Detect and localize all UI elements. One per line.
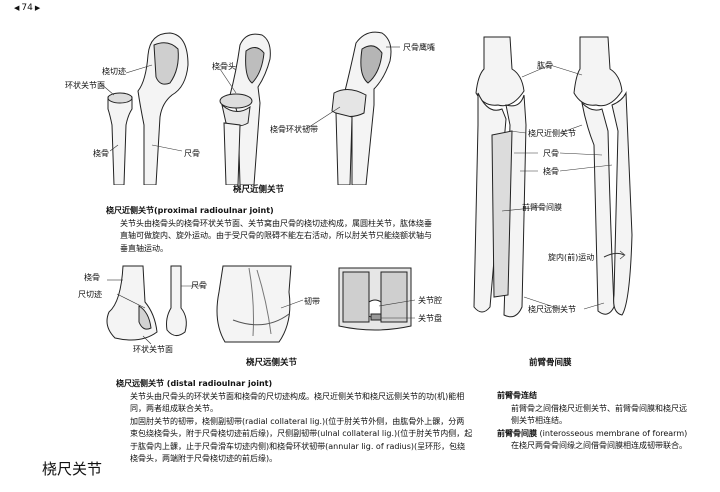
label-joint-cavity: 关节腔 xyxy=(418,296,442,305)
paragraph-line: 加固肘关节的韧带，桡侧副韧带(radial collateral lig.)(位… xyxy=(130,416,465,426)
text-distal-joint: 桡尺远侧关节 (distal radioulnar joint) 关节头由尺骨头… xyxy=(116,378,491,466)
label-distal-radius: 桡骨 xyxy=(84,273,100,282)
heading-proximal-joint: 桡尺近侧关节(proximal radioulnar joint) xyxy=(106,206,274,215)
label-humerus: 肱骨 xyxy=(537,61,553,70)
label-pronation: 旋内(前)运动 xyxy=(548,253,595,262)
page-number: ◀ 74 ▶ xyxy=(14,3,41,13)
label-distal-joint: 桡尺远侧关节 xyxy=(528,305,576,314)
label-radial-notch: 桡切迹 xyxy=(102,67,126,76)
proximal-joint-illustration xyxy=(90,25,430,185)
label-radial-head: 桡骨头 xyxy=(212,62,236,71)
distal-bones-drawing xyxy=(106,265,416,345)
paragraph-line: 于肱骨内上髁，止于尺骨滑车切迹内侧)和桡骨环状韧带(annular lig. o… xyxy=(130,441,466,451)
paragraph-line: 直轴可做旋内、旋外运动。由于受尺骨的限碍不能左右活动，所以肘关节只能绕额状轴与 xyxy=(120,231,432,240)
label-distal-circ-surface: 环状关节面 xyxy=(133,345,173,354)
next-page-icon[interactable]: ▶ xyxy=(34,4,41,12)
caption-membrane: 前臂骨间膜 xyxy=(529,358,572,368)
caption-distal: 桡尺远侧关节 xyxy=(246,358,298,368)
label-interosseous-membrane: 前臂骨间膜 xyxy=(522,203,562,212)
paragraph-line: 侧关节相连结。 xyxy=(511,416,567,425)
paragraph-line: 前臂骨之间借桡尺近侧关节、前臂骨间膜和桡尺远 xyxy=(511,403,687,413)
proximal-bones-drawing xyxy=(99,31,400,185)
label-ulna: 尺骨 xyxy=(184,149,200,158)
membrane-illustration xyxy=(462,35,662,335)
section-title: 桡尺关节 xyxy=(42,460,103,478)
label-ligament: 韧带 xyxy=(304,297,320,306)
paragraph-line: 同，两者组成联合关节。 xyxy=(130,404,218,413)
label-ulnar-notch: 尺切迹 xyxy=(78,290,102,299)
distal-joint-illustration xyxy=(95,262,445,352)
heading-forearm-connection: 前臂骨连结 xyxy=(497,391,537,400)
caption-proximal: 桡尺近侧关节 xyxy=(233,185,285,195)
text-proximal-joint: 桡尺近侧关节(proximal radioulnar joint) 关节头由桡骨… xyxy=(106,205,451,255)
forearm-drawing xyxy=(473,36,633,318)
text-forearm-connection: 前臂骨连结 前臂骨之间借桡尺近侧关节、前臂骨间膜和桡尺远 侧关节相连结。 前臂骨… xyxy=(497,390,707,453)
heading-distal-joint: 桡尺远侧关节 (distal radioulnar joint) xyxy=(116,379,273,388)
paragraph-line: 关节头由桡骨头的桡骨环状关节面、关节窝由尺骨的桡切迹构成，属圆柱关节，肱体绕垂 xyxy=(120,218,432,228)
paragraph-line: 垂直轴运动。 xyxy=(120,243,168,253)
label-circumferential-surface: 环状关节面 xyxy=(65,81,105,90)
label-membrane-ulna: 尺骨 xyxy=(543,149,559,158)
label-olecranon: 尺骨鹰嘴 xyxy=(403,43,435,52)
paragraph-line: 在桡尺两骨骨间缘之间借骨间膜相连成韧带联合。 xyxy=(511,441,687,450)
label-radius: 桡骨 xyxy=(93,149,109,158)
label-articular-disc: 关节盘 xyxy=(418,314,442,323)
heading-interosseous: 前臂骨间膜 (interosseous membrane of forearm) xyxy=(497,428,688,438)
label-prox-joint: 桡尺近侧关节 xyxy=(528,129,576,138)
label-distal-ulna: 尺骨 xyxy=(191,281,207,290)
paragraph-line: 束包绕桡骨头，附于尺骨桡切迹前后缘)，尺侧副韧带(ulnal collatera… xyxy=(130,429,473,438)
prev-page-icon[interactable]: ◀ xyxy=(14,4,20,12)
label-membrane-radius: 桡骨 xyxy=(543,167,559,176)
paragraph-line: 桡骨头，两端附于尺骨桡切迹的前后缘)。 xyxy=(130,454,278,463)
label-annular-ligament: 桡骨环状韧带 xyxy=(270,125,318,134)
paragraph-line: 关节头由尺骨头的环状关节面和桡骨的尺切迹构成。桡尺近侧关节和桡尺远侧关节的功(机… xyxy=(130,391,465,401)
